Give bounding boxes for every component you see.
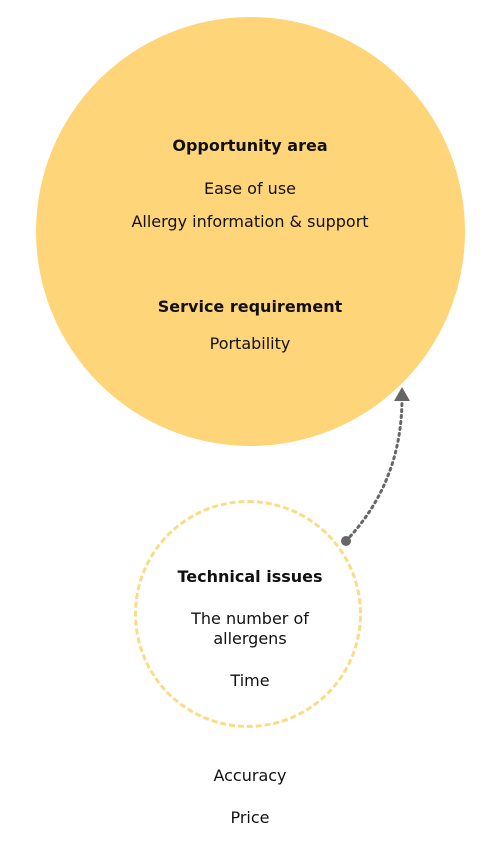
- technical-issues-circle: [134, 500, 362, 728]
- dotted-connector-line: [344, 396, 404, 543]
- outside-item-accuracy: Accuracy: [213, 766, 287, 785]
- opportunity-item-ease-of-use: Ease of use: [203, 179, 296, 198]
- opportunity-heading: Opportunity area: [172, 136, 328, 155]
- technical-item-time: Time: [230, 671, 270, 690]
- connector-start-dot: [341, 536, 351, 546]
- service-item-portability: Portability: [209, 334, 291, 353]
- technical-heading: Technical issues: [177, 567, 323, 586]
- outside-item-price: Price: [230, 808, 270, 827]
- service-heading: Service requirement: [157, 297, 343, 316]
- arrowhead-icon: [394, 387, 410, 401]
- opportunity-circle: [36, 17, 465, 446]
- opportunity-item-allergy-info: Allergy information & support: [131, 212, 369, 231]
- technical-item-number-of-allergens: The number of allergens: [191, 609, 309, 648]
